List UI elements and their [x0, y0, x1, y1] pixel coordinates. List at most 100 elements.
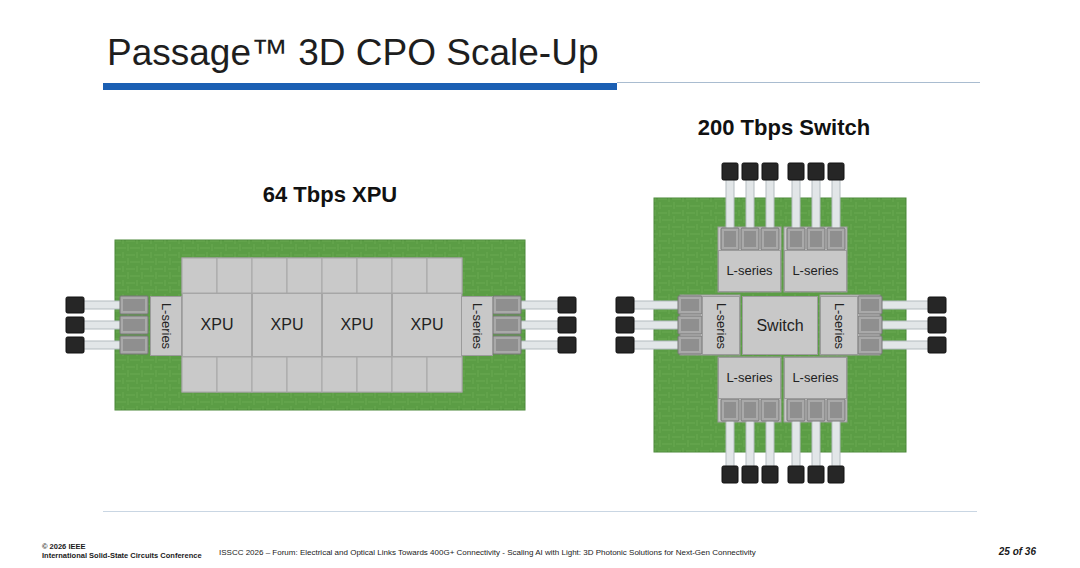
fiber-connector	[678, 296, 702, 314]
conference-name: International Solid-State Circuits Confe…	[42, 552, 202, 560]
substrate-texture	[115, 240, 525, 410]
slide-title: Passage™ 3D CPO Scale-Up	[107, 34, 598, 73]
fiber-ferrule	[742, 466, 758, 483]
hbm-tile	[322, 258, 357, 293]
fiber-connector	[741, 399, 759, 421]
fiber-ferrule	[66, 337, 84, 353]
optical-chiplet: L-series	[461, 296, 493, 356]
fiber-ferrule	[808, 163, 824, 180]
package-heading: 200 Tbps Switch	[698, 115, 870, 140]
hbm-tile	[287, 357, 322, 392]
switch-die: Switch	[742, 296, 818, 355]
optical-fiber	[516, 341, 560, 349]
optical-fiber	[812, 417, 820, 468]
fiber-ferrule	[828, 163, 844, 180]
optical-fiber	[632, 321, 682, 329]
die-label: L-series	[832, 302, 847, 348]
fiber-ferrule	[558, 297, 576, 313]
copyright-note: © 2026 IEEE	[42, 543, 85, 551]
connector-latch	[830, 231, 842, 247]
hbm-tile	[322, 357, 357, 392]
fiber-connector	[678, 316, 702, 334]
connector-latch	[861, 339, 879, 351]
fiber-connector	[493, 336, 521, 354]
fiber-connector	[827, 228, 845, 250]
connector-latch	[830, 402, 842, 418]
optical-fiber	[766, 417, 774, 468]
xpu-die: XPU	[252, 293, 322, 357]
hbm-tile	[392, 357, 427, 392]
package-heading: 64 Tbps XPU	[263, 182, 397, 207]
fiber-connector	[787, 399, 805, 421]
xpu-die: XPU	[392, 293, 462, 357]
connector-latch	[724, 402, 736, 418]
optical-chiplet: L-series	[820, 296, 858, 355]
optical-fiber	[832, 417, 840, 468]
die-label: XPU	[271, 316, 304, 334]
optical-fiber	[632, 341, 682, 349]
chiplet-body	[820, 295, 880, 355]
optical-fiber	[82, 341, 124, 349]
optical-chiplet: L-series	[784, 250, 847, 292]
fiber-ferrule	[722, 466, 738, 483]
fiber-ferrule	[788, 466, 804, 483]
fiber-connector	[807, 399, 825, 421]
xpu-die: XPU	[322, 293, 392, 357]
fiber-ferrule	[616, 297, 634, 313]
fiber-connector	[721, 228, 739, 250]
footer-caption: ISSCC 2026 – Forum: Electrical and Optic…	[219, 549, 756, 558]
fiber-ferrule	[928, 337, 946, 353]
fiber-connector	[493, 296, 521, 314]
chiplet-body	[680, 295, 740, 355]
fiber-ferrule	[616, 317, 634, 333]
optical-fiber	[516, 301, 560, 309]
optical-fiber	[82, 301, 124, 309]
connector-latch	[790, 231, 802, 247]
optical-fiber	[516, 321, 560, 329]
connector-latch	[681, 299, 699, 311]
fiber-connector	[120, 296, 148, 314]
page-number: 25 of 36	[999, 546, 1036, 557]
hbm-tile	[252, 258, 287, 293]
die-label: L-series	[792, 264, 838, 279]
substrate	[654, 198, 906, 452]
optical-chiplet: L-series	[702, 296, 740, 355]
hbm-tile	[182, 357, 217, 392]
fiber-ferrule	[762, 163, 778, 180]
optical-chiplet: L-series	[150, 296, 182, 356]
connector-latch	[810, 231, 822, 247]
die-label: L-series	[159, 303, 174, 349]
fiber-ferrule	[66, 317, 84, 333]
connector-latch	[764, 231, 776, 247]
chiplet-body	[784, 227, 847, 292]
connector-latch	[764, 402, 776, 418]
fiber-connector	[858, 336, 882, 354]
hbm-tile	[287, 258, 322, 293]
fiber-ferrule	[616, 337, 634, 353]
fiber-ferrule	[66, 297, 84, 313]
optical-fiber	[632, 301, 682, 309]
connector-latch	[681, 339, 699, 351]
hbm-tile	[357, 357, 392, 392]
optical-fiber	[878, 301, 930, 309]
fiber-connector	[493, 316, 521, 334]
connector-latch	[810, 402, 822, 418]
connector-latch	[861, 319, 879, 331]
die-label: Switch	[756, 316, 803, 334]
fiber-connector	[120, 336, 148, 354]
optical-fiber	[878, 321, 930, 329]
optical-fiber	[82, 321, 124, 329]
fiber-connector	[761, 228, 779, 250]
die-label: L-series	[792, 371, 838, 386]
fiber-ferrule	[558, 337, 576, 353]
fiber-ferrule	[808, 466, 824, 483]
hbm-tile	[182, 258, 217, 293]
hbm-tile	[427, 357, 462, 392]
connector-latch	[496, 319, 518, 331]
hbm-tile	[252, 357, 287, 392]
fiber-ferrule	[788, 163, 804, 180]
optical-chiplet: L-series	[718, 250, 781, 292]
hbm-tile	[357, 258, 392, 293]
fiber-connector	[858, 316, 882, 334]
